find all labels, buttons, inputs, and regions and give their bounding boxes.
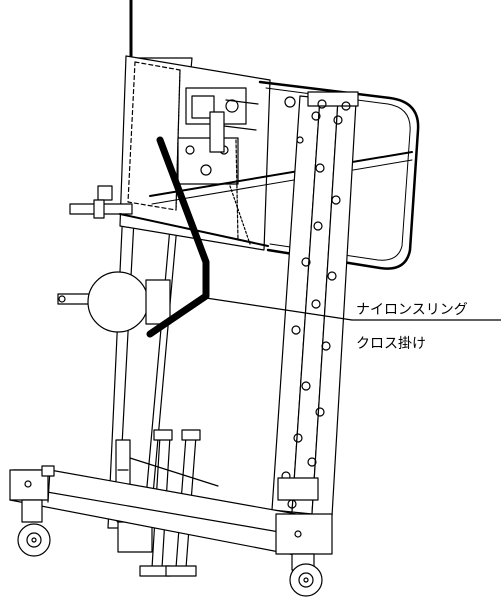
base-chassis bbox=[9, 465, 333, 557]
left-handle-bar bbox=[69, 199, 133, 219]
upper-housing bbox=[97, 55, 296, 251]
callout-label-cross: クロス掛け bbox=[356, 336, 426, 352]
nylon-sling bbox=[146, 136, 210, 338]
callout-leader bbox=[205, 297, 501, 321]
caster-left bbox=[17, 499, 51, 557]
motor-drum bbox=[57, 271, 171, 333]
vertical-rails bbox=[271, 91, 359, 517]
callout-label-sling: ナイロンスリング bbox=[356, 302, 468, 318]
caster-right bbox=[289, 553, 323, 597]
